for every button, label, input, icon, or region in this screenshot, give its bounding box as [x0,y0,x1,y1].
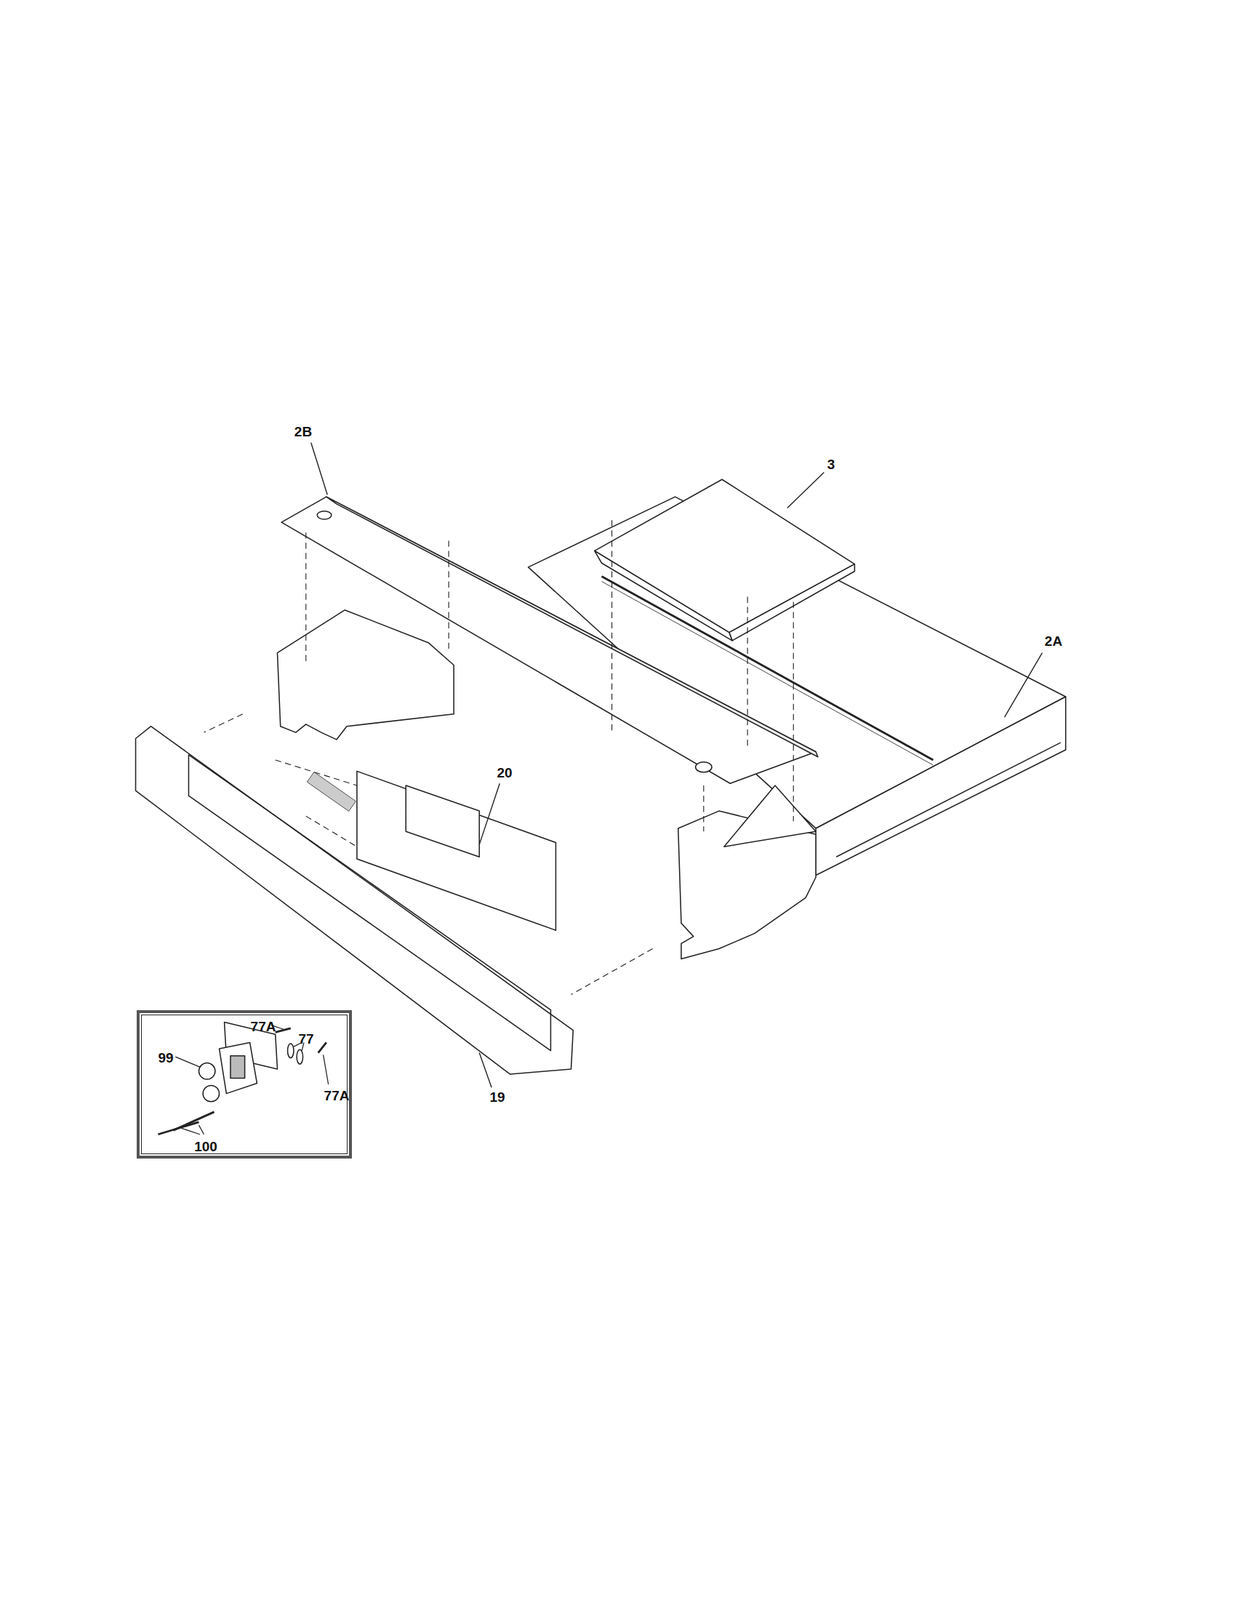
control-panel [135,726,574,1074]
side-panel [277,610,455,740]
callout-number: 20 [496,765,512,780]
callout-number: 19 [489,1089,505,1104]
cover-plate [594,479,856,641]
callout-number: 100 [194,1139,218,1154]
control-board [356,770,557,930]
top-trim [281,496,818,784]
callout-number: 77A [324,1088,350,1103]
callout-number: 77A [250,1019,277,1034]
callout-number: 99 [157,1050,174,1065]
callout-number: 2B [294,424,312,439]
detail-inset: 77A 77 99 77A 100 [136,1009,352,1159]
callout-number: 77 [298,1031,314,1046]
callout-number: 3 [827,457,836,472]
transformer-inset [157,1021,328,1134]
callout-number: 2A [1044,633,1063,648]
